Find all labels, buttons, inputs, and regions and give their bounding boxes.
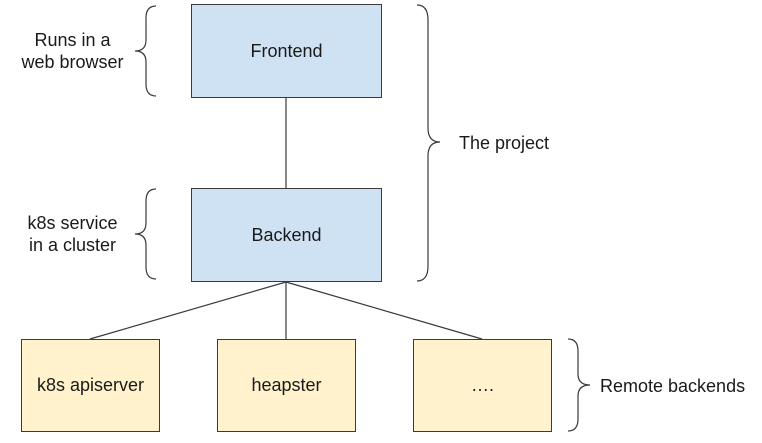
frontend-annotation-line1: Runs in a xyxy=(34,30,111,50)
frontend-brace xyxy=(134,5,157,97)
apiserver-box: k8s apiserver xyxy=(21,339,160,432)
more-backends-label: …. xyxy=(470,375,494,395)
heapster-label: heapster xyxy=(251,375,322,395)
backend-annotation-line2: in a cluster xyxy=(28,235,117,255)
frontend-box: Frontend xyxy=(191,4,382,98)
frontend-annotation-line2: web browser xyxy=(21,52,124,72)
backend-brace xyxy=(134,188,157,280)
remote-annotation: Remote backends xyxy=(600,376,746,396)
backend-annotation-line1: k8s service xyxy=(27,213,118,233)
remote-brace xyxy=(567,338,591,432)
more-backends-box: …. xyxy=(413,339,552,432)
heapster-box: heapster xyxy=(217,339,356,432)
backend-box: Backend xyxy=(191,188,382,282)
project-annotation: The project xyxy=(459,133,550,153)
project-brace xyxy=(416,4,441,282)
backend-annotation: k8s service in a cluster xyxy=(10,212,135,256)
frontend-label: Frontend xyxy=(250,40,323,61)
backend-apiserver-connector xyxy=(89,281,287,340)
frontend-annotation: Runs in a web browser xyxy=(10,29,135,73)
backend-label: Backend xyxy=(251,224,322,245)
apiserver-label: k8s apiserver xyxy=(36,375,145,395)
backend-more-connector xyxy=(285,281,483,340)
